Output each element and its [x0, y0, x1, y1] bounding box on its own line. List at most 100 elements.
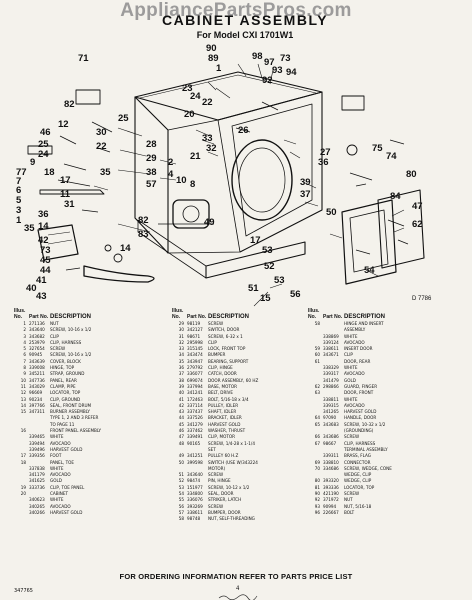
row-part-number: 253979 — [29, 340, 45, 346]
row-part-number: 96669 — [29, 391, 43, 397]
row-description: SCREW — [344, 492, 360, 498]
row-description: CLIP, GROUND — [50, 397, 81, 403]
row-description: SCREW — [208, 322, 224, 327]
door-front — [341, 199, 397, 285]
row-description: WEDGE, CLIP — [344, 473, 372, 479]
row-part-number: 343947 — [187, 359, 203, 365]
row-part-number: 338611 — [323, 347, 339, 353]
row-illus-number: 38 — [178, 378, 184, 384]
callout-label: 37 — [300, 189, 311, 200]
row-illus-number: 46 — [178, 429, 184, 435]
row-illus-number: 14 — [20, 403, 26, 409]
row-illus-number: 60 — [314, 353, 320, 359]
row-part-number: 341479 — [323, 378, 339, 384]
row-illus-number: 33 — [178, 347, 184, 353]
row-part-number: 337526 — [187, 416, 203, 422]
callout-label: 53 — [262, 245, 273, 256]
row-part-number: 339465 — [29, 435, 45, 441]
header-description: DESCRIPTION — [50, 314, 92, 320]
row-illus-number: 45 — [178, 422, 184, 428]
callout-label: 4 — [168, 169, 174, 180]
row-description: (GROUNDING) — [344, 429, 374, 435]
row-part-number: 343029 — [29, 384, 45, 390]
row-part-number: 393336 — [323, 485, 339, 491]
row-part-number: 90945 — [29, 353, 43, 359]
row-part-number: 343640 — [29, 328, 45, 334]
callout-label: 22 — [202, 97, 213, 108]
row-illus-number: 90 — [314, 492, 320, 498]
table-header: Illus. No. Part No. DESCRIPTION — [14, 308, 164, 322]
row-description: CLIP, HINGE — [208, 366, 233, 372]
row-illus-number: 69 — [314, 460, 320, 466]
row-part-number: 338611 — [187, 510, 203, 516]
row-illus-number: 58 — [314, 322, 320, 327]
callout-label: 24 — [38, 149, 49, 160]
callout-label: 1 — [16, 215, 22, 226]
row-description: SEAL, DOOR — [208, 492, 234, 498]
row-description: INSERT DOOR — [344, 347, 373, 353]
row-description: HARVEST GOLD — [50, 510, 83, 516]
row-illus-number: 11 — [20, 384, 26, 390]
row-illus-number: 32 — [178, 340, 184, 346]
row-description: BOLT, 5/16-18 x 3/4 — [208, 397, 249, 403]
row-part-number: 338329 — [323, 366, 339, 372]
row-illus-number: 34 — [178, 353, 184, 359]
callout-label: 94 — [286, 67, 297, 78]
row-illus-number: 9 — [23, 372, 26, 378]
row-part-number: 337462 — [187, 429, 203, 435]
callout-label: 6 — [16, 185, 22, 196]
row-part-number: 343683 — [323, 422, 339, 428]
row-part-number: 343639 — [29, 359, 45, 365]
row-part-number: 341179 — [29, 473, 45, 479]
row-description: WHITE — [50, 466, 64, 472]
row-part-number: 339496 — [29, 447, 45, 453]
row-part-number: 337838 — [29, 466, 45, 472]
callout-label: 27 — [320, 147, 331, 158]
row-description: AVOCADO — [50, 441, 71, 447]
table-header: Illus. No. Part No. DESCRIPTION — [308, 308, 464, 322]
row-illus-number: 10 — [20, 378, 26, 384]
table-row: MOTOR) — [172, 467, 300, 473]
header-no: No. — [14, 314, 23, 320]
callout-label: 51 — [248, 283, 259, 294]
row-illus-number: 63 — [314, 391, 320, 397]
row-illus-number: 39 — [178, 384, 184, 390]
row-illus-number: 31 — [178, 334, 184, 340]
row-description: TO PAGE 11 — [50, 422, 75, 428]
row-part-number: 341265 — [323, 410, 339, 416]
row-description: HARVEST GOLD — [208, 422, 241, 428]
row-description: BASE, MOTOR — [208, 384, 237, 390]
callout-label: 93 — [272, 65, 283, 76]
row-description: BRACKET, IDLER — [208, 416, 242, 422]
callout-label: 44 — [40, 265, 51, 276]
row-illus-number: 7 — [23, 359, 26, 365]
row-part-number: 279792 — [187, 366, 203, 372]
row-description: SCREW, WEDGE, CONE — [344, 466, 392, 472]
row-description: SCREW, 6-32 x 1 — [208, 334, 243, 340]
row-part-number: 98119 — [187, 322, 201, 327]
row-illus-number: 17 — [20, 454, 26, 460]
drum-opening — [231, 139, 293, 221]
row-part-number: 343640 — [187, 473, 203, 479]
row-part-number: 337994 — [187, 384, 203, 390]
callout-label: 25 — [118, 113, 129, 124]
row-part-number: 339356 — [29, 454, 45, 460]
